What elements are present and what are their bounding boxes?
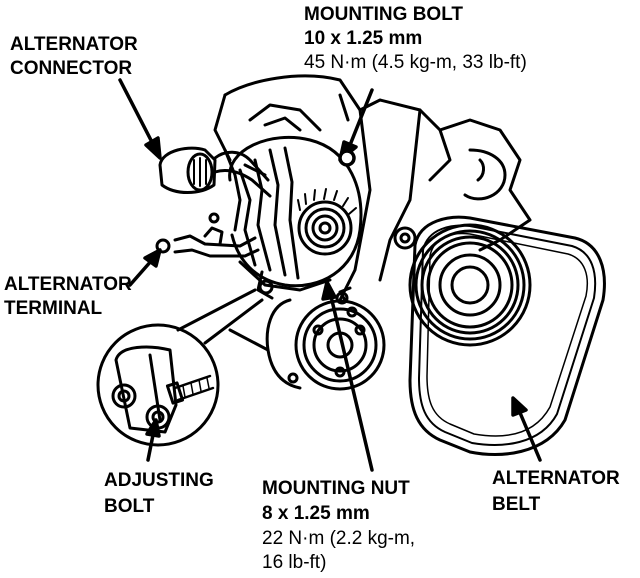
engine-block-outline xyxy=(213,74,532,302)
mounting-nut-name: MOUNTING NUT xyxy=(262,478,410,499)
crankshaft-pulley xyxy=(408,223,532,347)
terminal-wire xyxy=(155,212,260,258)
adjusting-bolt-label-1: ADJUSTING xyxy=(104,470,214,491)
mounting-nut-torque-2: 16 lb-ft) xyxy=(262,552,327,573)
connector-harness xyxy=(158,146,272,232)
mounting-nut-size: 8 x 1.25 mm xyxy=(262,503,370,524)
mounting-nut-torque-1: 22 N·m (2.2 kg-m, xyxy=(262,528,416,549)
leader-lines xyxy=(118,78,542,472)
alternator-connector-label-2: CONNECTOR xyxy=(10,58,133,79)
adjusting-bolt-label-2: BOLT xyxy=(104,496,155,517)
alternator-terminal-label-1: ALTERNATOR xyxy=(4,274,132,295)
mounting-bolt-name: MOUNTING BOLT xyxy=(304,4,464,25)
alternator-belt-shape xyxy=(408,215,606,456)
alternator-body xyxy=(228,135,363,300)
mounting-bolt-torque: 45 N·m (4.5 kg-m, 33 lb-ft) xyxy=(304,52,527,73)
alternator-belt-label-2: BELT xyxy=(492,494,541,515)
ac-compressor xyxy=(228,286,386,391)
alternator-belt-label-1: ALTERNATOR xyxy=(492,468,620,489)
mounting-bolt-size: 10 x 1.25 mm xyxy=(304,28,423,49)
adjusting-bolt-inset xyxy=(96,288,264,447)
alternator-terminal-label-2: TERMINAL xyxy=(4,298,103,319)
alternator-pulley xyxy=(297,188,357,256)
alternator-connector-label-1: ALTERNATOR xyxy=(10,34,138,55)
